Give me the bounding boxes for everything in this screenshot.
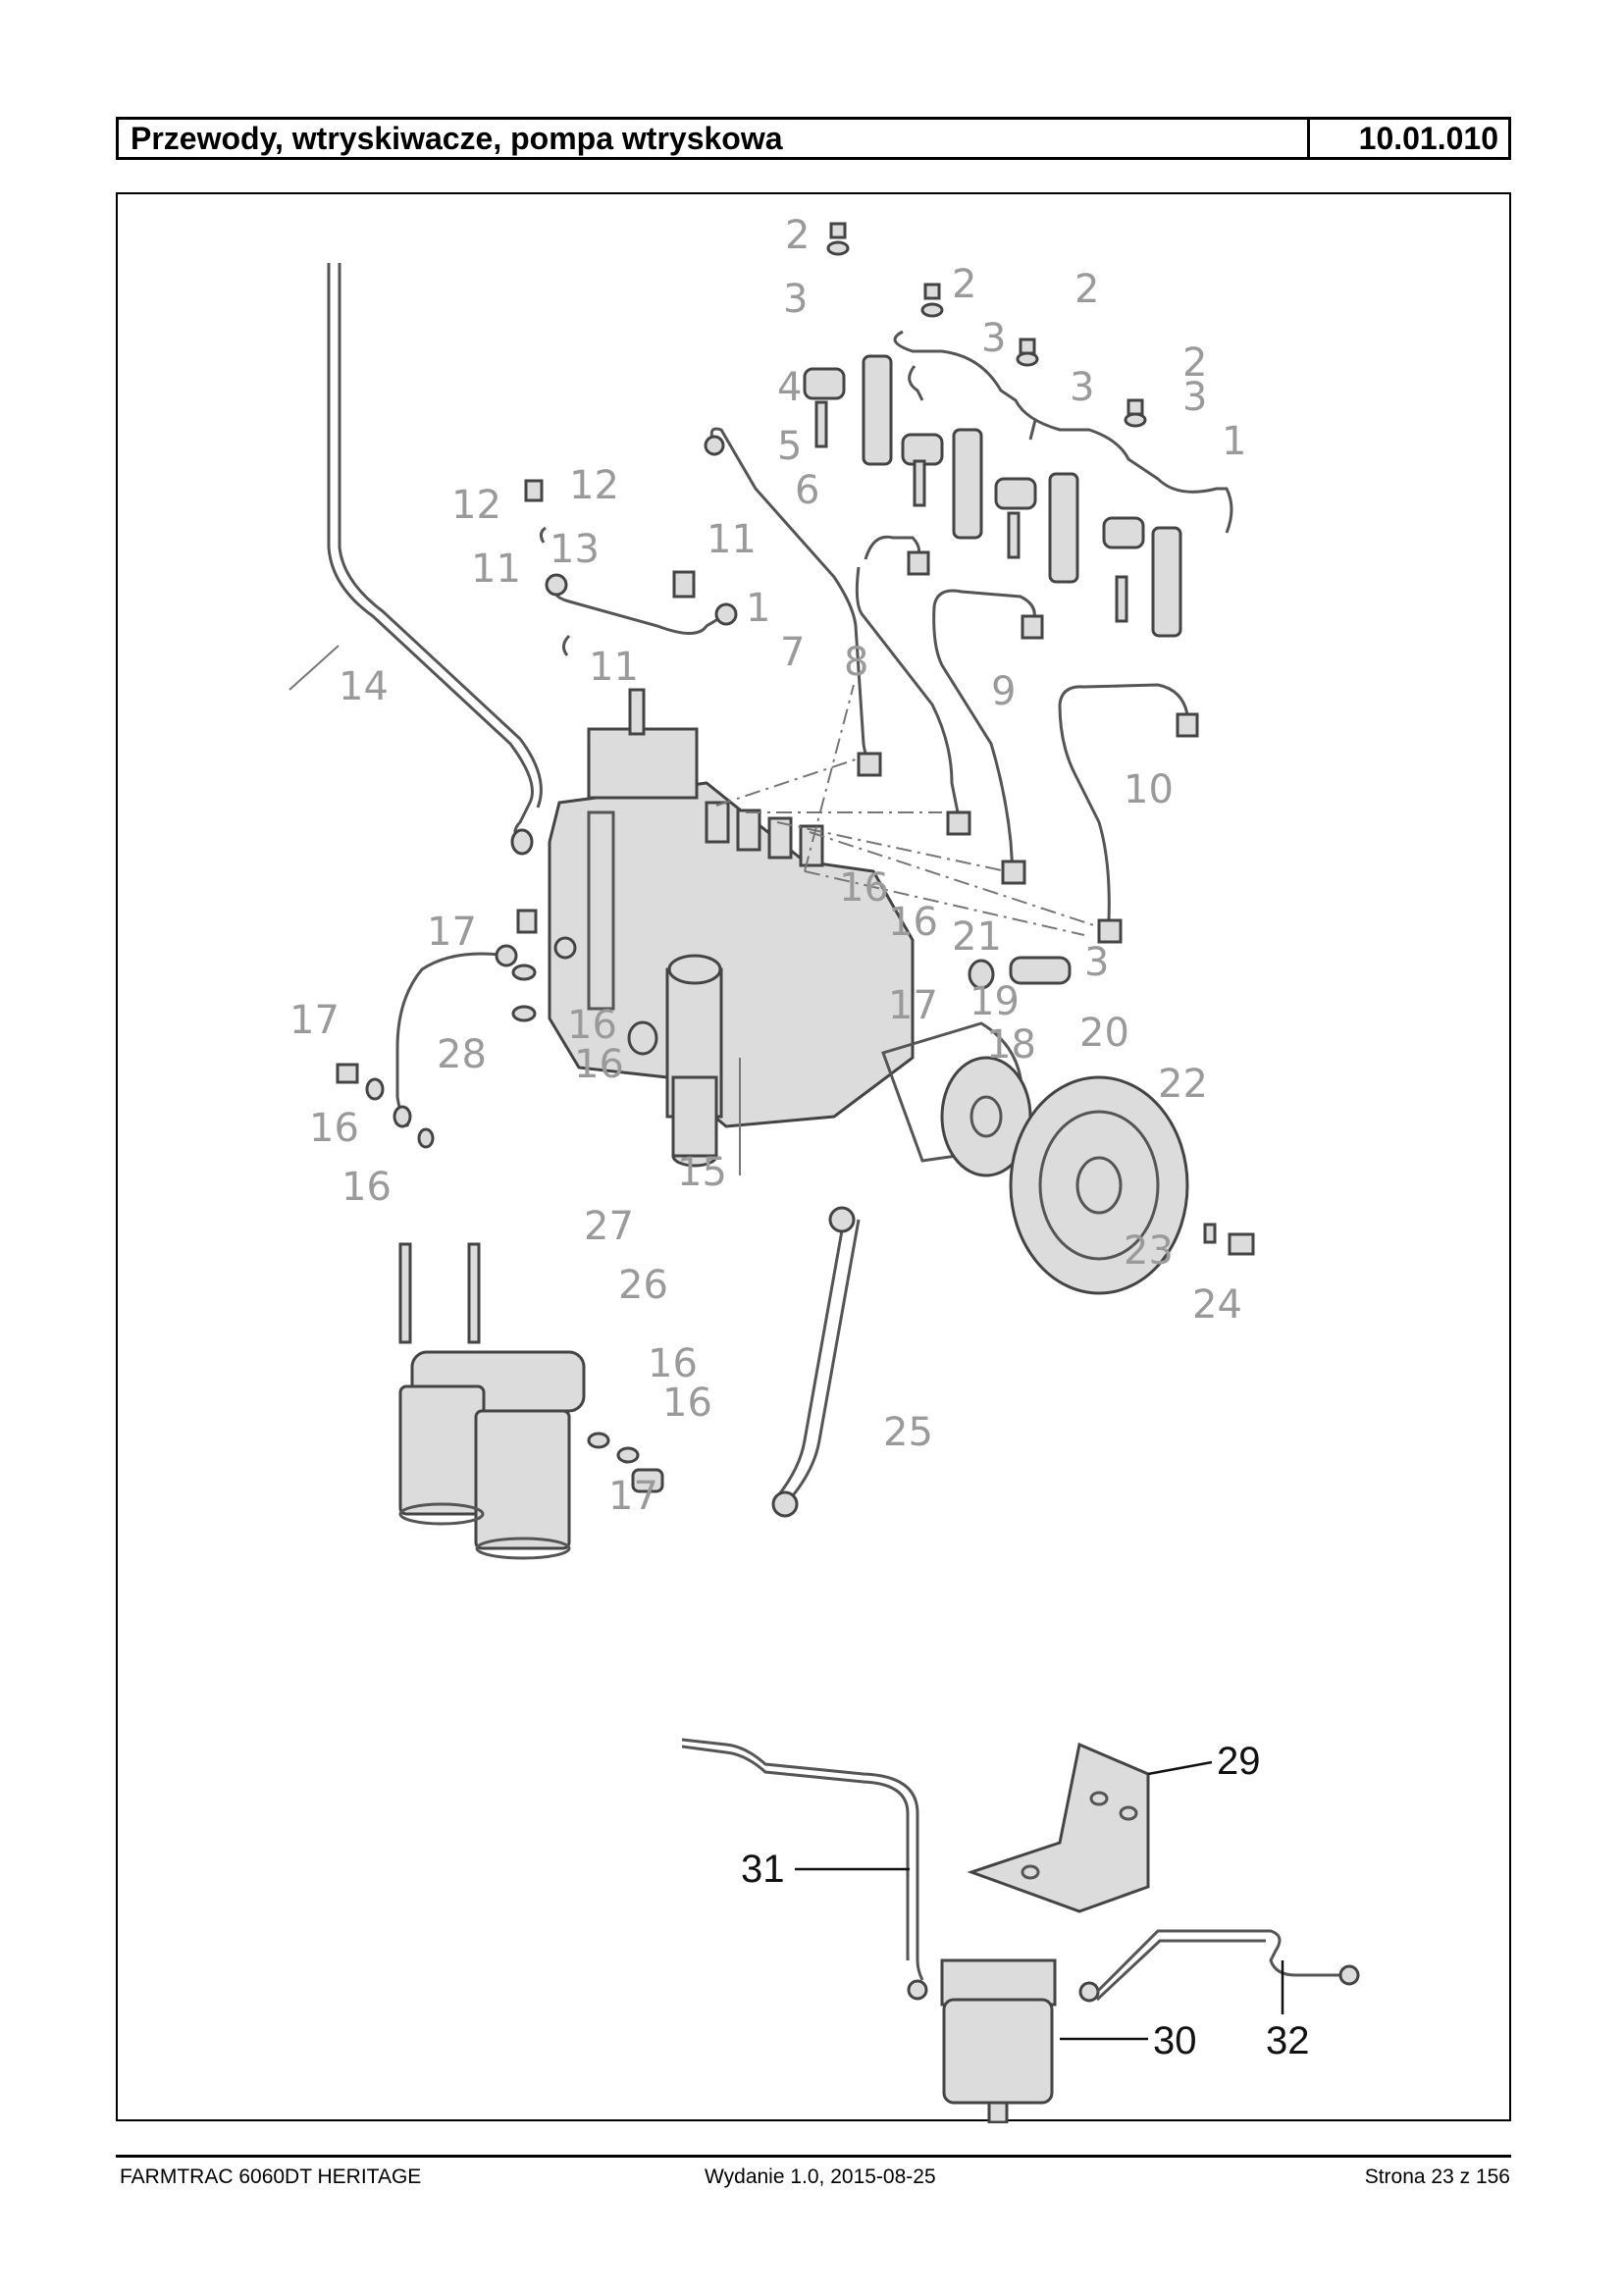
callout-12: 12 (569, 463, 619, 508)
callout-17: 17 (608, 1474, 658, 1519)
callout-5: 5 (777, 424, 802, 469)
diagram-canvas: 1 2 2 2 2 3 3 3 3 3 4 5 6 7 8 9 10 11 11… (288, 213, 1360, 2123)
part-25-rod (771, 1206, 861, 1518)
callout-18: 18 (986, 1022, 1036, 1068)
footer-model: FARMTRAC 6060DT HERITAGE (120, 2165, 422, 2188)
fuel-filters (398, 1242, 664, 1560)
part-13-pipe (524, 479, 738, 656)
callout-16: 16 (888, 900, 938, 945)
page-title: Przewody, wtryskiwacze, pompa wtryskowa (119, 120, 1310, 157)
callout-3: 3 (981, 316, 1006, 361)
callout-2: 2 (785, 213, 810, 258)
part-9-pipe (932, 589, 1044, 885)
callout-22: 22 (1158, 1062, 1208, 1107)
callout-11: 11 (589, 645, 639, 690)
page-header: Przewody, wtryskiwacze, pompa wtryskowa … (116, 117, 1511, 160)
callout-24: 24 (1192, 1282, 1242, 1328)
callout-1: 1 (1222, 419, 1246, 464)
part-10-pipe (1058, 683, 1199, 944)
alignment-lines (715, 684, 1110, 936)
callout-11: 11 (707, 517, 757, 562)
callout-30: 30 (1153, 2019, 1197, 2062)
callout-2: 2 (1182, 340, 1207, 386)
injectors (803, 354, 1182, 638)
callout-32: 32 (1266, 2019, 1310, 2062)
callout-14: 14 (339, 664, 389, 709)
callout-12: 12 (451, 483, 501, 528)
gear-assembly (881, 956, 1255, 1295)
callout-21: 21 (952, 914, 1002, 960)
callout-16: 16 (341, 1165, 392, 1210)
callout-11: 11 (471, 547, 521, 592)
part-14-pipe (288, 263, 543, 856)
part-1-leakoff-pipe (893, 330, 1233, 534)
callout-7: 7 (780, 630, 805, 675)
callout-19: 19 (969, 979, 1020, 1024)
part-28-pipe (336, 909, 538, 1149)
callout-2: 2 (952, 262, 976, 307)
callout-17: 17 (289, 998, 340, 1043)
callout-16: 16 (574, 1042, 624, 1087)
callout-17: 17 (888, 983, 938, 1028)
callout-6: 6 (795, 468, 819, 513)
callout-16: 16 (662, 1381, 712, 1426)
callout-3: 3 (1070, 365, 1094, 410)
callout-23: 23 (1124, 1228, 1174, 1274)
callout-15: 15 (677, 1150, 727, 1195)
exploded-diagram: 1 2 2 2 2 3 3 3 3 3 4 5 6 7 8 9 10 11 11… (116, 192, 1511, 2123)
injection-pump (548, 688, 915, 1175)
callout-2: 2 (1074, 267, 1099, 312)
footer-divider (116, 2155, 1511, 2158)
callout-3: 3 (1084, 940, 1109, 985)
part-8-pipe (855, 535, 971, 836)
callout-29: 29 (1217, 1740, 1261, 1783)
callout-20: 20 (1079, 1011, 1129, 1056)
callout-10: 10 (1124, 767, 1174, 812)
callout-8: 8 (844, 640, 868, 685)
callout-27: 27 (584, 1204, 634, 1249)
section-code: 10.01.010 (1358, 121, 1498, 156)
callout-17: 17 (427, 910, 477, 955)
callout-31: 31 (741, 1848, 785, 1891)
callout-16: 16 (309, 1106, 359, 1151)
pump-outlets (705, 801, 824, 867)
callout-16: 16 (648, 1341, 698, 1386)
callout-13: 13 (550, 527, 600, 572)
callout-16: 16 (839, 865, 889, 911)
part-7-pipe (704, 427, 882, 777)
callout-4: 4 (777, 365, 802, 410)
callout-26: 26 (618, 1263, 668, 1308)
footer-page-number: Strona 23 z 156 (1364, 2165, 1510, 2188)
banjo-bolts (826, 222, 1147, 428)
callout-25: 25 (883, 1410, 933, 1455)
callout-3: 3 (783, 277, 808, 322)
callout-16: 16 (567, 1003, 617, 1048)
callout-28: 28 (437, 1032, 487, 1077)
sediment-bowl-assembly (681, 1738, 1360, 2123)
callout-3: 3 (1182, 375, 1207, 420)
callout-1: 1 (746, 586, 770, 631)
callout-9: 9 (991, 669, 1016, 714)
callout-labels: 1 2 2 2 2 3 3 3 3 3 4 5 6 7 8 9 10 11 11… (289, 213, 1310, 2062)
footer-edition: Wydanie 1.0, 2015-08-25 (705, 2165, 936, 2188)
